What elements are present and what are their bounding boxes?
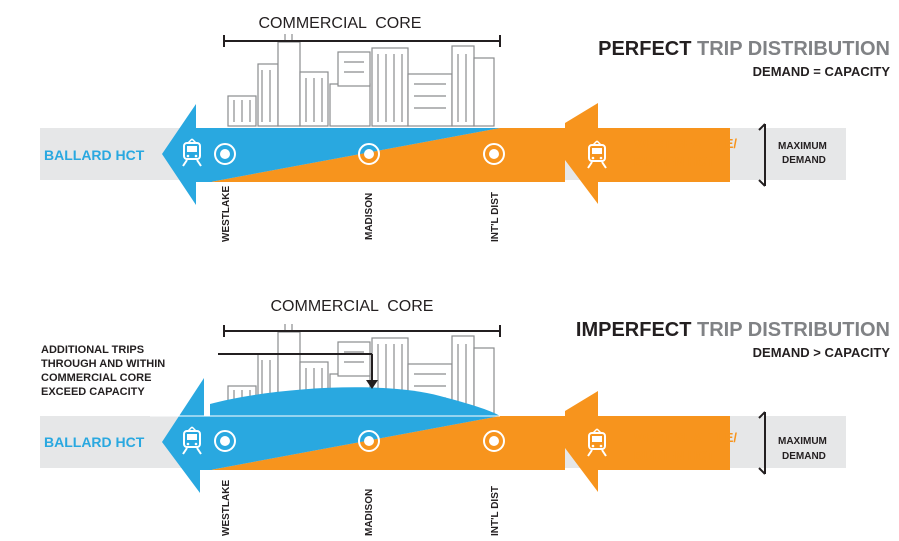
core-bracket — [223, 35, 501, 47]
right-label-line1: WEST SEATTLE/ — [634, 136, 737, 151]
station-label-intl-dist: INT'L DIST — [490, 192, 501, 242]
panel-imperfect: COMMERCIAL CORE BALLARD HCT WEST SEATTLE… — [40, 298, 890, 536]
max-demand-bracket — [758, 123, 766, 187]
station-label-intl-dist: INT'L DIST — [490, 486, 501, 536]
left-label: BALLARD HCT — [44, 434, 145, 450]
orange-arrow — [565, 103, 730, 204]
callout-note-line1: ADDITIONAL TRIPS — [41, 344, 144, 356]
right-label-line2: BURIEN HCT — [634, 448, 714, 463]
station-label-westlake: WESTLAKE — [221, 186, 232, 242]
station-label-westlake: WESTLAKE — [221, 480, 232, 536]
excess-demand-bulge — [210, 387, 500, 416]
callout-note-line2: THROUGH AND WITHIN — [41, 358, 165, 370]
orange-demand-wedge — [210, 416, 565, 470]
right-label-line2: BURIEN HCT — [634, 154, 714, 169]
panel-subtitle: DEMAND = CAPACITY — [753, 64, 891, 79]
callout-note-line3: COMMERCIAL CORE — [41, 372, 151, 384]
callout-arrowhead — [366, 380, 378, 389]
panel-perfect: COMMERCIAL CORE BALLARD HCT WEST SEATTLE… — [40, 15, 890, 242]
max-demand-line1: MAXIMUM — [778, 436, 827, 447]
blue-demand-wedge — [210, 128, 500, 182]
right-label-line1: WEST SEATTLE/ — [634, 430, 737, 445]
orange-arrow — [565, 391, 730, 492]
orange-demand-wedge — [210, 128, 565, 182]
core-label: COMMERCIAL CORE — [271, 298, 434, 315]
callout-note-line4: EXCEED CAPACITY — [41, 386, 145, 398]
blue-demand-wedge — [210, 416, 500, 470]
max-demand-line2: DEMAND — [782, 451, 826, 462]
core-bracket — [223, 325, 501, 337]
core-label: COMMERCIAL CORE — [259, 15, 422, 32]
station-label-madison: MADISON — [364, 489, 375, 536]
max-demand-line1: MAXIMUM — [778, 141, 827, 152]
panel-title: IMPERFECT TRIP DISTRIBUTION — [576, 319, 890, 341]
skyline-icon — [227, 33, 495, 127]
panel-title: PERFECT TRIP DISTRIBUTION — [598, 38, 890, 60]
callout-arrow — [218, 353, 373, 382]
max-demand-bracket — [758, 411, 766, 475]
station-label-madison: MADISON — [364, 193, 375, 240]
max-demand-line2: DEMAND — [782, 155, 826, 166]
left-label: BALLARD HCT — [44, 147, 145, 163]
blue-arrow — [162, 104, 212, 205]
panel-subtitle: DEMAND > CAPACITY — [753, 345, 891, 360]
